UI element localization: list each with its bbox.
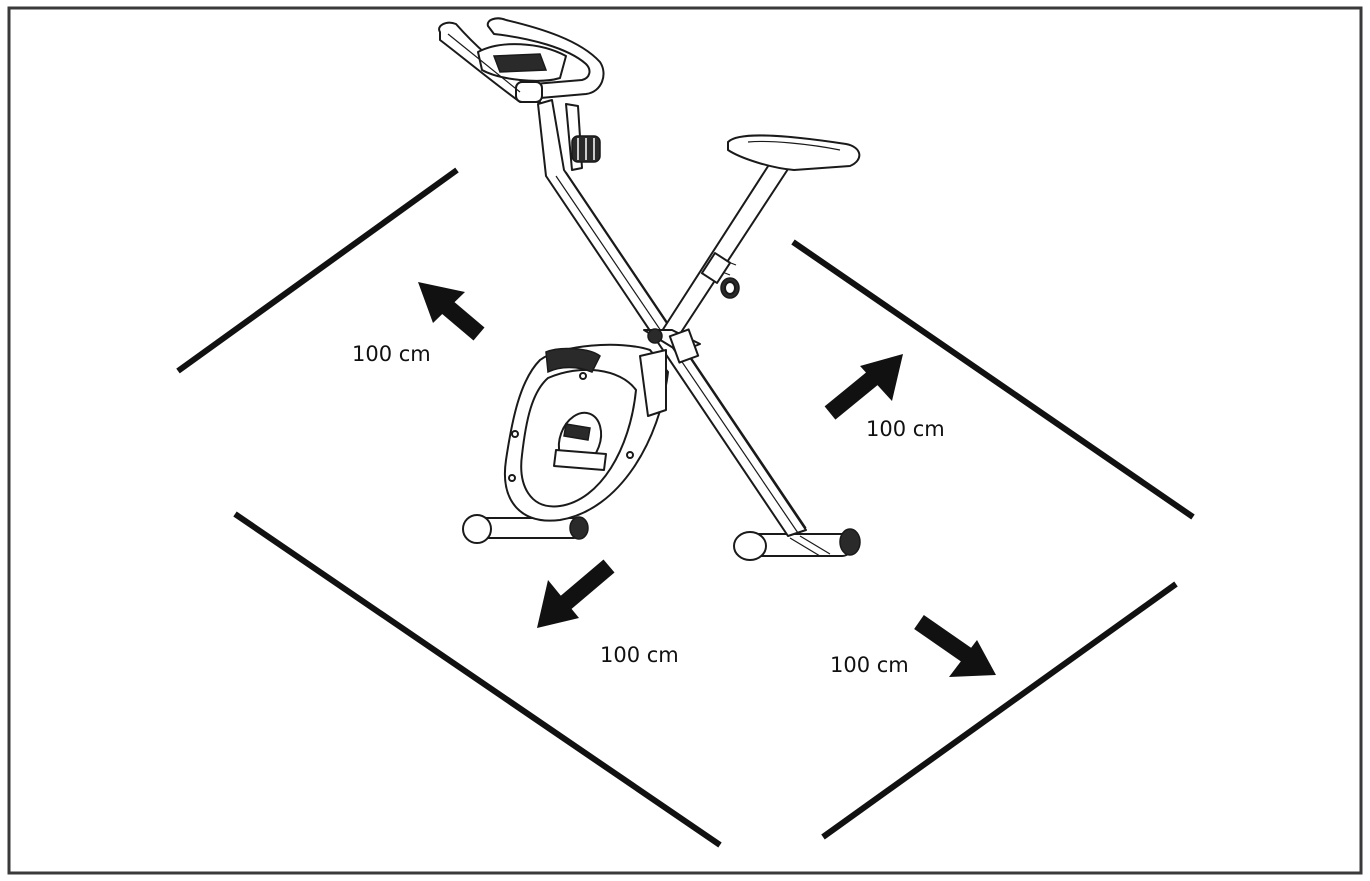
seat [727, 134, 861, 171]
arrow-icon-front-right [914, 615, 996, 677]
arrow-icon-back-left [418, 282, 485, 341]
clearance-label-back-left: 100 cm [352, 342, 431, 366]
diagram-frame [7, 6, 1363, 875]
boundary-line-front-right [821, 581, 1178, 840]
arrow-icon-back-right [824, 354, 903, 420]
exercise-bike-icon [438, 17, 861, 561]
clearance-label-front-left: 100 cm [600, 643, 679, 667]
handlebar-console [438, 17, 605, 103]
rear-stabilizer [733, 528, 861, 561]
rear-frame-tube [643, 328, 701, 364]
boundary-line-back-left [176, 167, 459, 374]
arrow-icon-front-left [537, 559, 615, 628]
clearance-label-front-right: 100 cm [830, 653, 909, 677]
flywheel-housing [504, 343, 669, 522]
clearance-label-back-right: 100 cm [866, 417, 945, 441]
boundary-line-front-left [233, 511, 722, 848]
boundary-line-back-right [791, 239, 1195, 520]
resistance-knob [571, 135, 601, 163]
front-stabilizer [462, 514, 589, 544]
